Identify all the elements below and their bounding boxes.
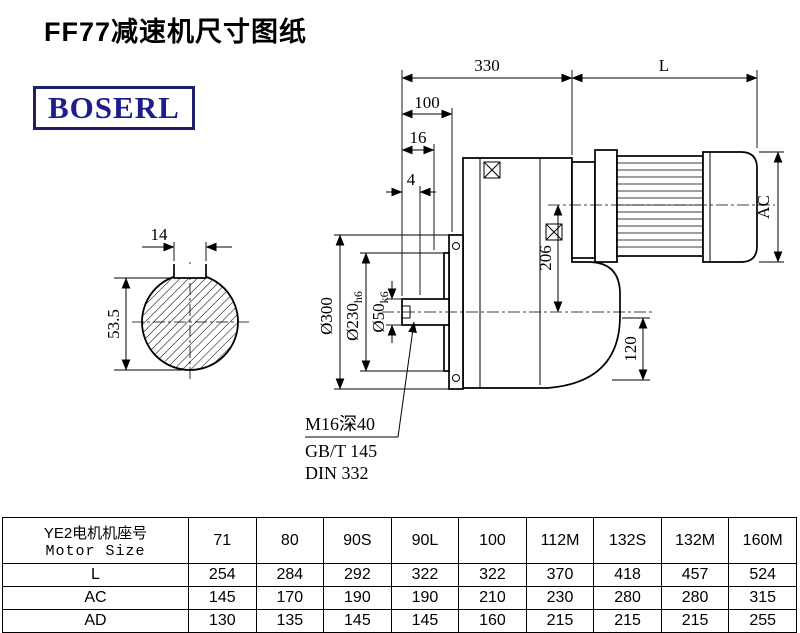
fan-cover [702, 151, 758, 263]
row-label: AD [2, 609, 189, 633]
note-tap-label: M16深40 [305, 414, 375, 434]
value-cell: 135 [255, 609, 325, 633]
size-col-header: 90S [323, 517, 392, 564]
brand-logo: BOSERL [33, 86, 195, 130]
value-cell: 215 [593, 609, 662, 633]
flange-bolt-hole-bottom [452, 374, 460, 382]
dim-L-label: L [659, 56, 669, 75]
size-col-header: 112M [525, 517, 595, 564]
shaft-cross-section [141, 273, 239, 371]
value-cell: 210 [458, 586, 527, 610]
value-cell: 524 [728, 563, 797, 587]
keyway-outline [173, 264, 207, 279]
machined-pad-top [483, 161, 501, 179]
keyway-notch [174, 264, 206, 278]
size-col-header: 90L [390, 517, 460, 564]
motor-fins [617, 162, 703, 248]
value-cell: 292 [323, 563, 392, 587]
value-cell: 170 [255, 586, 325, 610]
dia-300-label: Ø300 [317, 297, 336, 335]
dia-50-label: Ø50k6 [369, 291, 391, 332]
table-row-L: L 254 284 292 322 322 370 418 457 524 [2, 563, 797, 587]
brand-text: BOSERL [48, 90, 180, 125]
value-cell: 145 [390, 609, 460, 633]
table-header-row: YE2电机机座号 Motor Size 71 80 90S 90L 100 11… [2, 517, 797, 564]
value-cell: 230 [525, 586, 595, 610]
dim-4-label: 4 [407, 170, 416, 189]
dim-330-label: 330 [474, 56, 500, 75]
table-row-AC: AC 145 170 190 190 210 230 280 280 315 [2, 586, 797, 610]
motor-size-header-en: Motor Size [45, 542, 146, 560]
spec-table-container: YE2电机机座号 Motor Size 71 80 90S 90L 100 11… [2, 517, 797, 633]
motor-size-header-cell: YE2电机机座号 Motor Size [2, 517, 189, 564]
value-cell: 160 [458, 609, 527, 633]
value-cell: 457 [660, 563, 730, 587]
value-cell: 190 [323, 586, 392, 610]
flange-bolt-hole-top [452, 242, 460, 250]
motor-size-header-cn: YE2电机机座号 [43, 524, 148, 542]
dim-206-label: 206 [536, 245, 555, 271]
technical-drawing: 14 53.5 [104, 56, 784, 483]
keyway-width-label: 14 [151, 225, 169, 244]
dim-AC-label: AC [754, 195, 773, 219]
value-cell: 315 [728, 586, 797, 610]
gearbox-main-view [382, 149, 775, 390]
size-col-header: 132M [660, 517, 730, 564]
keyway-depth-label: 53.5 [104, 309, 123, 339]
dim-120-label: 120 [621, 336, 640, 362]
page-title: FF77减速机尺寸图纸 [44, 17, 308, 47]
value-cell: 280 [660, 586, 730, 610]
value-cell: 280 [593, 586, 662, 610]
value-cell: 215 [525, 609, 595, 633]
motor-body [616, 155, 704, 257]
dim-16-label: 16 [410, 128, 427, 147]
value-cell: 145 [323, 609, 392, 633]
note-gb-label: GB/T 145 [305, 441, 377, 461]
spec-table: YE2电机机座号 Motor Size 71 80 90S 90L 100 11… [2, 517, 797, 633]
value-cell: 255 [728, 609, 797, 633]
size-col-header: 71 [188, 517, 257, 564]
size-col-header: 160M [728, 517, 797, 564]
size-col-header: 132S [593, 517, 662, 564]
row-label: L [2, 563, 189, 587]
shaft-section-view: 14 53.5 [104, 225, 250, 382]
value-cell: 254 [188, 563, 257, 587]
motor-flange [594, 149, 618, 263]
value-cell: 322 [390, 563, 460, 587]
tap-hole-notes: M16深40 GB/T 145 DIN 332 [305, 321, 417, 483]
value-cell: 190 [390, 586, 460, 610]
dimensions: 330 L 100 16 4 Ø300 Ø230h6 [317, 56, 784, 390]
size-col-header: 80 [255, 517, 325, 564]
value-cell: 145 [188, 586, 257, 610]
row-label: AC [2, 586, 189, 610]
value-cell: 284 [255, 563, 325, 587]
motor-adapter [571, 161, 596, 259]
dia-230-label: Ø230h6 [343, 291, 365, 341]
value-cell: 322 [458, 563, 527, 587]
table-row-AD: AD 130 135 145 145 160 215 215 215 255 [2, 609, 797, 633]
value-cell: 130 [188, 609, 257, 633]
size-col-header: 100 [458, 517, 527, 564]
value-cell: 418 [593, 563, 662, 587]
note-din-label: DIN 332 [305, 463, 369, 483]
dim-100-label: 100 [414, 93, 440, 112]
value-cell: 215 [660, 609, 730, 633]
value-cell: 370 [525, 563, 595, 587]
